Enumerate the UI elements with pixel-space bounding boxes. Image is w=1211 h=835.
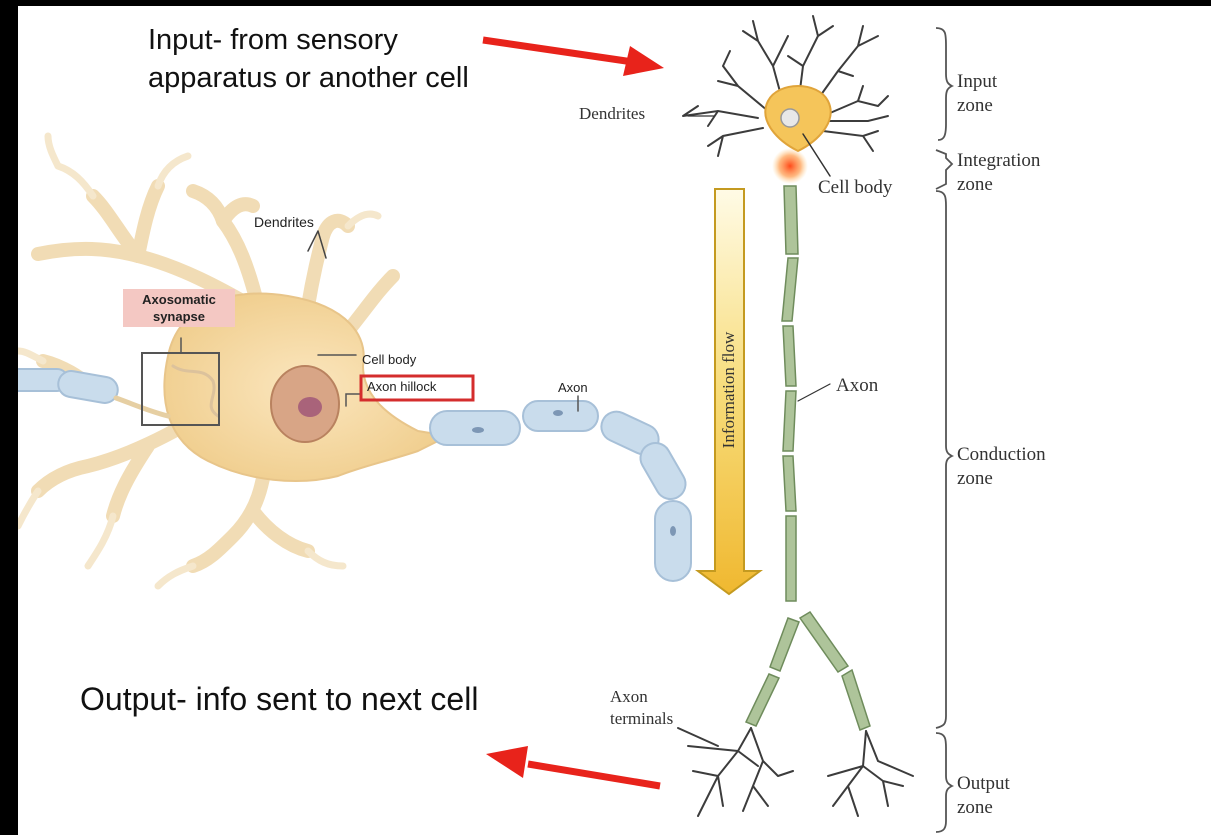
output-arrow	[486, 746, 660, 786]
right-dendrites-label: Dendrites	[579, 102, 645, 126]
input-zone-label: Input zone	[957, 70, 997, 118]
zone-brackets	[936, 28, 952, 832]
right-neuron	[678, 16, 913, 816]
output-zone-line2: zone	[957, 796, 1010, 820]
axosomatic-label-line2: synapse	[123, 308, 235, 325]
input-title-line2: apparatus or another cell	[148, 60, 469, 96]
left-cell-body-label: Cell body	[362, 352, 416, 367]
left-axon-label: Axon	[558, 380, 588, 395]
axon-terminals-line2: terminals	[610, 708, 673, 730]
input-zone-line1: Input	[957, 70, 997, 94]
conduction-zone-line1: Conduction	[957, 443, 1046, 467]
input-title-line1: Input- from sensory	[148, 22, 398, 58]
left-neuron	[18, 136, 691, 586]
input-arrow	[483, 40, 664, 76]
information-flow-label: Information flow	[717, 315, 741, 465]
right-cell-body-label: Cell body	[818, 176, 892, 200]
output-zone-line1: Output	[957, 772, 1010, 796]
conduction-zone-label: Conduction zone	[957, 443, 1046, 491]
integration-zone-line2: zone	[957, 173, 1040, 197]
integration-zone-line1: Integration	[957, 149, 1040, 173]
conduction-zone-line2: zone	[957, 467, 1046, 491]
input-zone-line2: zone	[957, 94, 997, 118]
right-axon-label: Axon	[836, 374, 878, 398]
axon-hillock-label: Axon hillock	[367, 379, 436, 394]
output-zone-label: Output zone	[957, 772, 1010, 820]
neuron-diagram: Input- from sensory apparatus or another…	[18, 6, 1211, 835]
axosomatic-label: Axosomatic synapse	[123, 289, 235, 327]
integration-zone-label: Integration zone	[957, 149, 1040, 197]
axosomatic-label-line1: Axosomatic	[123, 291, 235, 308]
left-dendrites-label: Dendrites	[254, 214, 314, 230]
output-title: Output- info sent to next cell	[80, 679, 478, 719]
axon-terminals-label: Axon terminals	[610, 686, 673, 730]
axon-terminals-line1: Axon	[610, 686, 673, 708]
